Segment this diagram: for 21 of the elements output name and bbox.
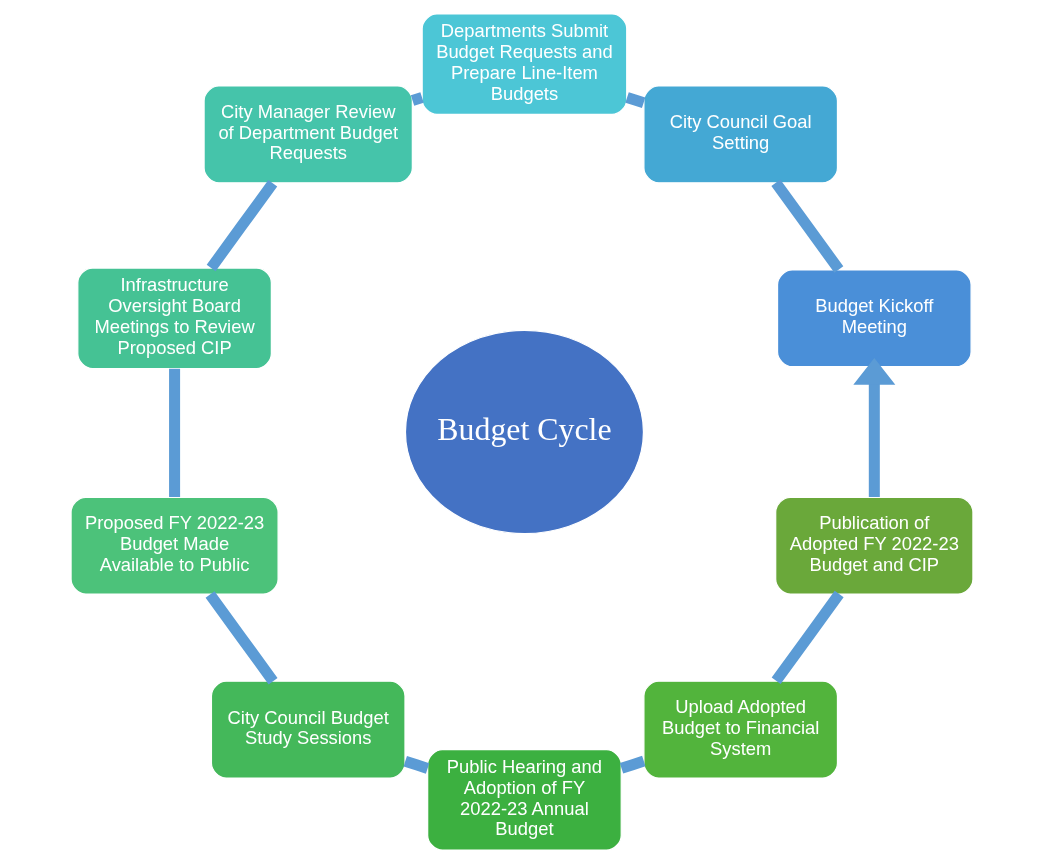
node-box: City Council Goal Setting	[643, 84, 839, 183]
node-box: Proposed FY 2022-23 Budget Made Available to Public	[70, 496, 279, 595]
connector	[619, 755, 646, 774]
node-box: Departments Submit Budget Requests and Prepare Line-Item Budgets	[421, 12, 628, 115]
node-box: Publication of Adopted FY 2022-23 Budget and CIP	[775, 496, 974, 595]
connector	[206, 179, 278, 271]
connector	[771, 179, 844, 273]
arrow	[853, 357, 896, 497]
connector	[625, 91, 646, 108]
connector	[205, 590, 278, 684]
connector	[410, 91, 424, 106]
node-box: Budget Kickoff Meeting	[776, 268, 972, 367]
node-ellipse: Budget Cycle	[404, 329, 645, 534]
connector	[403, 755, 430, 774]
node-box: City Manager Review of Department Budget Requests	[203, 84, 413, 183]
node-box: Upload Adopted Budget to Financial System	[643, 680, 839, 779]
node-box: City Council Budget Study Sessions	[210, 680, 406, 779]
node-box: Public Hearing and Adoption of FY 2022-23 Annual Budget	[427, 748, 622, 851]
connector	[771, 590, 844, 684]
node-box: Infrastructure Oversight Board Meetings to Review Proposed CIP	[77, 267, 272, 369]
connector	[169, 368, 181, 497]
